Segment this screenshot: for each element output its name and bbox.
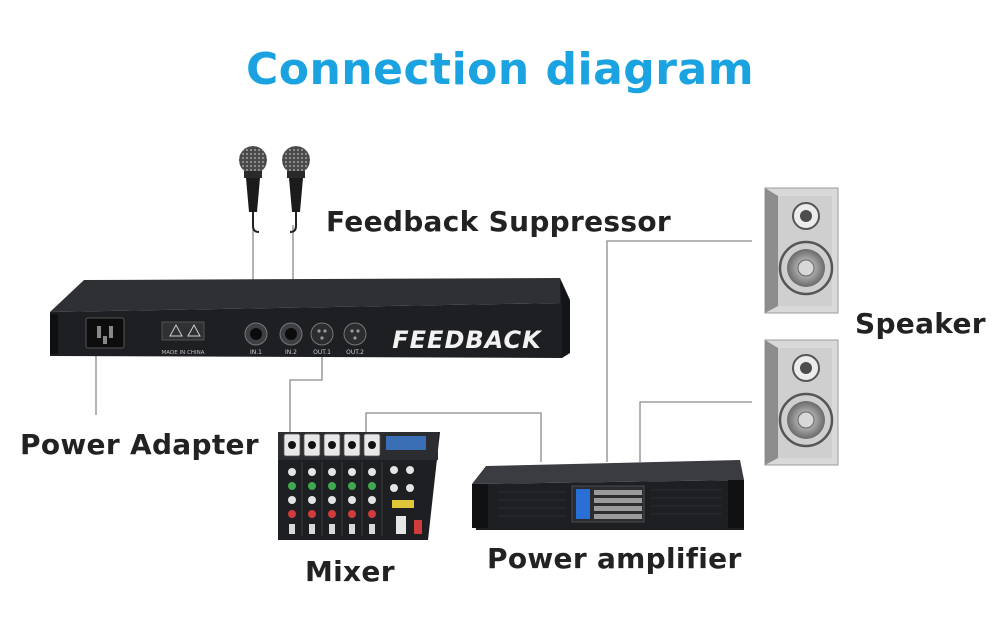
- wire-amp-to-speaker-1: [606, 240, 752, 462]
- microphone-icon: [282, 146, 310, 233]
- xlr-connector-icon: [343, 322, 367, 346]
- amplifier-channel-modules: [571, 485, 645, 523]
- xlr-connector-icon: [310, 322, 334, 346]
- page-title: Connection diagram: [245, 44, 755, 95]
- wire-mixer-to-amp: [365, 412, 542, 462]
- made-in-label: MADE IN CHINA: [162, 350, 205, 356]
- xlr-connector-icon: [279, 322, 303, 346]
- wires: [95, 225, 752, 462]
- suppressor-brand: FEEDBACK: [392, 326, 543, 354]
- feedback-suppressor-device: MADE IN CHINA IN.1 IN.2 OUT.1 OUT.2 FEED…: [50, 278, 570, 358]
- xlr-connector-icon: [244, 322, 268, 346]
- port-label-out2: OUT.2: [346, 349, 364, 356]
- power-amplifier-label: Power amplifier: [487, 542, 742, 575]
- port-label-in2: IN.2: [285, 349, 297, 356]
- speaker-icon: [764, 339, 839, 466]
- warning-icon: [169, 323, 201, 337]
- wire-amp-to-speaker-2: [639, 401, 752, 462]
- power-inlet-icon: [85, 317, 125, 349]
- power-adapter-label: Power Adapter: [20, 428, 259, 461]
- power-amplifier-device: [472, 460, 744, 530]
- wire-out1-to-mixer: [289, 352, 323, 432]
- port-label-in1: IN.1: [250, 349, 262, 356]
- microphone-icon: [239, 146, 267, 233]
- mixer-knobs: [288, 466, 422, 534]
- feedback-suppressor-label: Feedback Suppressor: [326, 205, 671, 238]
- speaker-label: Speaker: [855, 307, 986, 340]
- port-label-out1: OUT.1: [313, 349, 331, 356]
- speaker-icon: [764, 187, 839, 314]
- mixer-label: Mixer: [305, 555, 395, 588]
- mixer-device: [278, 432, 440, 540]
